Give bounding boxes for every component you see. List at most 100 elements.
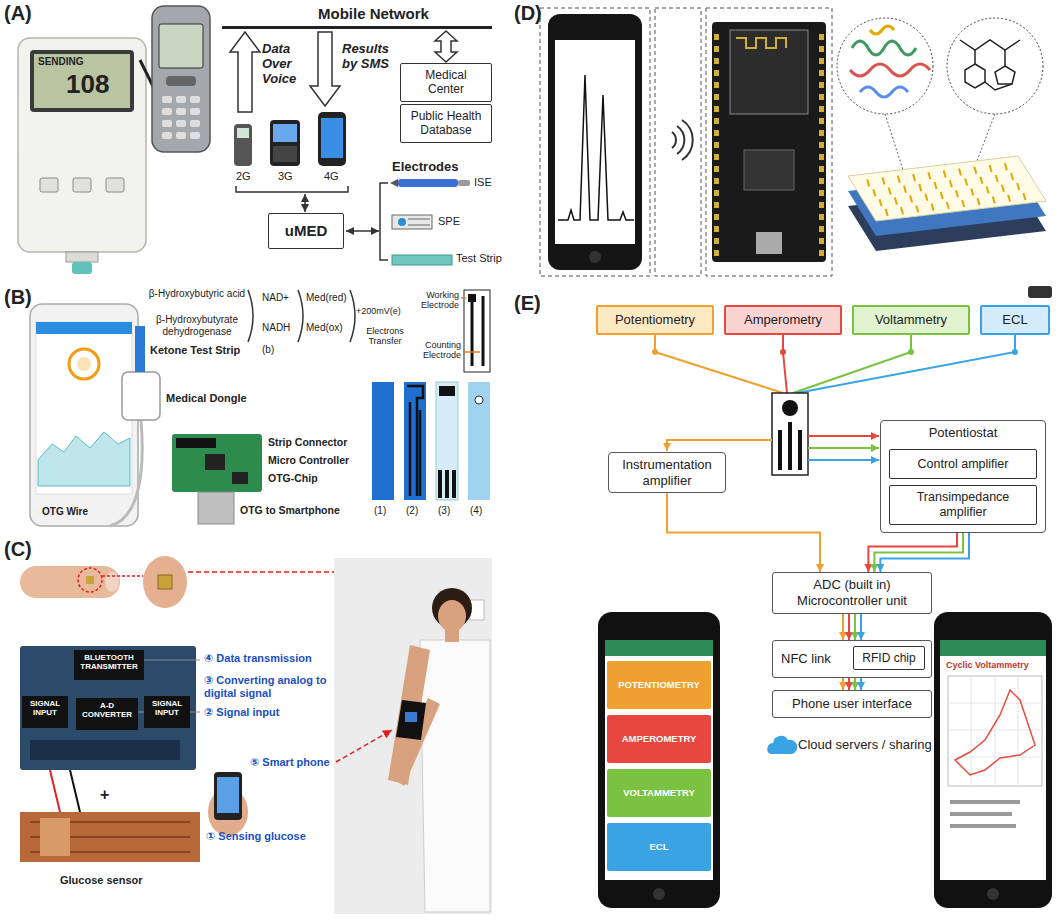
polymer-structure bbox=[947, 18, 1043, 114]
step-label: ④ Data transmission bbox=[204, 652, 312, 665]
app-button: AMPEROMETRY bbox=[607, 715, 711, 763]
electrode-strip bbox=[482, 296, 485, 366]
database-box: Public Health Database bbox=[400, 104, 492, 143]
enzyme-dash bbox=[895, 197, 897, 204]
enzyme-dash bbox=[928, 172, 930, 179]
person-photo bbox=[334, 558, 492, 914]
smartphone bbox=[36, 322, 132, 334]
electrode-strip bbox=[471, 302, 474, 366]
node-text: Potentiometry bbox=[615, 312, 695, 328]
electrode-strip bbox=[463, 351, 480, 353]
connector-line bbox=[667, 493, 820, 572]
handheld-device bbox=[18, 38, 146, 252]
keypad-key bbox=[190, 96, 200, 103]
enzyme-dash bbox=[1008, 195, 1010, 202]
header-pin bbox=[714, 94, 719, 100]
header-pin bbox=[714, 250, 719, 256]
microcontroller-board bbox=[756, 232, 782, 254]
node-text: RFID chip bbox=[862, 651, 915, 665]
circuit-board bbox=[176, 438, 216, 448]
enzyme-dash bbox=[867, 179, 869, 186]
connector-line bbox=[842, 614, 844, 640]
circuit-board bbox=[20, 646, 200, 812]
mobile-phone bbox=[159, 24, 203, 68]
wireless-symbol bbox=[672, 132, 676, 148]
enzyme-dash bbox=[962, 200, 964, 207]
header-pin bbox=[714, 226, 719, 232]
microcontroller-board bbox=[744, 150, 794, 190]
enzyme-dash bbox=[959, 169, 961, 176]
test-strip bbox=[452, 470, 456, 498]
signal-wire bbox=[783, 335, 787, 393]
node-text: Potentiostat bbox=[886, 425, 1040, 441]
enzyme-dash bbox=[950, 180, 952, 187]
microcontroller-board bbox=[736, 38, 786, 48]
connector bbox=[868, 533, 969, 572]
signal-wire bbox=[652, 335, 1018, 393]
dashed-frame bbox=[655, 8, 701, 276]
signal-wire bbox=[780, 349, 786, 355]
node-text: uMED bbox=[285, 222, 328, 240]
strip-number: (2) bbox=[406, 505, 418, 517]
smartphone bbox=[69, 349, 99, 379]
glucose-sensor bbox=[20, 812, 200, 862]
enzyme-dash bbox=[993, 197, 995, 204]
strip-number: (4) bbox=[470, 505, 482, 517]
phone-icon bbox=[1028, 286, 1052, 298]
test-strip bbox=[468, 382, 490, 500]
polymer-structure bbox=[995, 66, 1015, 84]
enzyme-dash bbox=[886, 209, 888, 216]
medical-dongle bbox=[122, 372, 160, 420]
enzyme-dash bbox=[880, 199, 882, 206]
finger-photo bbox=[143, 556, 187, 608]
module-label: A-D CONVERTER bbox=[77, 701, 137, 719]
circuit-board bbox=[74, 650, 144, 680]
header-pin bbox=[819, 154, 824, 160]
electrode-strip bbox=[464, 290, 490, 372]
header-pin bbox=[714, 106, 719, 112]
callout-label: Medical Dongle bbox=[166, 392, 247, 405]
header-pin bbox=[819, 190, 824, 196]
enzyme-dash bbox=[987, 187, 989, 194]
phone-icon bbox=[270, 120, 300, 166]
module-label: BLUETOOTH TRANSMITTER bbox=[75, 653, 143, 671]
finger-photo bbox=[105, 572, 119, 592]
polymer-structure bbox=[947, 18, 1043, 114]
test-strip bbox=[372, 382, 490, 500]
polymer-structure bbox=[1004, 50, 1006, 66]
strip-number: (3) bbox=[438, 505, 450, 517]
electrode-icon bbox=[408, 219, 430, 220]
arrow-label: Results by SMS bbox=[342, 42, 397, 72]
enzyme-dash bbox=[965, 179, 967, 186]
electrode-icon bbox=[390, 179, 398, 187]
keypad-key bbox=[176, 120, 186, 127]
keypad-key bbox=[162, 108, 172, 115]
enzyme-structure bbox=[837, 18, 933, 114]
microcontroller-box: ADC (built in)Microcontroller unit bbox=[772, 572, 932, 614]
network-label: Mobile Network bbox=[318, 5, 429, 22]
header-pin bbox=[714, 82, 719, 88]
electrode-layers bbox=[848, 156, 1046, 221]
phone-icon bbox=[1028, 286, 1052, 298]
keypad-key bbox=[162, 120, 172, 127]
signal-wire bbox=[808, 459, 879, 461]
enzyme-dash bbox=[925, 194, 927, 201]
header-pin bbox=[819, 142, 824, 148]
header-pin bbox=[819, 238, 824, 244]
connector-line bbox=[848, 678, 850, 690]
signal-wire bbox=[797, 335, 1015, 393]
microcontroller-board bbox=[712, 22, 826, 262]
enzyme-dash bbox=[980, 177, 982, 184]
electrode-layers bbox=[885, 114, 905, 176]
smartphone bbox=[605, 640, 713, 880]
test-strip bbox=[438, 470, 442, 498]
enzyme-dash bbox=[901, 207, 903, 214]
polymer-structure bbox=[974, 50, 976, 64]
enzyme-dash bbox=[971, 188, 973, 195]
mobile-phone bbox=[166, 76, 196, 86]
signal-wire bbox=[667, 440, 772, 451]
connector-line bbox=[848, 614, 850, 640]
phone-icon bbox=[237, 128, 249, 138]
callout-label: Counting Electrode bbox=[412, 340, 461, 361]
